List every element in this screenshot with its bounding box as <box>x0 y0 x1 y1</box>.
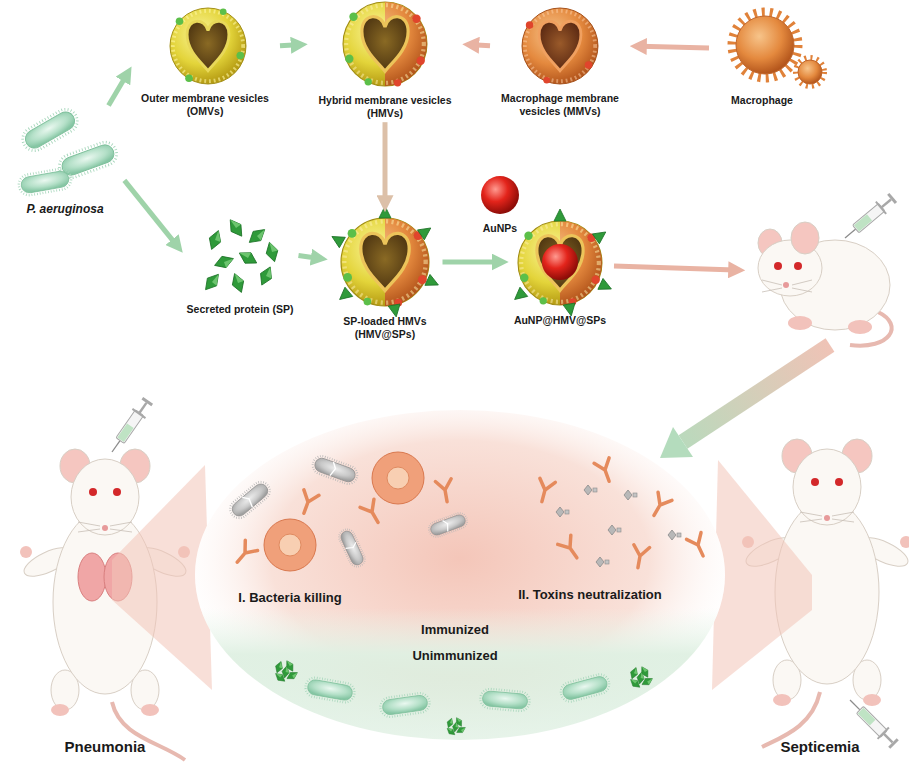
illustration-area <box>311 0 460 88</box>
disease-model-node: Septicemia <box>740 430 900 756</box>
illustration-area <box>493 6 627 86</box>
illustration-area <box>478 174 522 216</box>
protein-node: Secreted protein (SP) <box>185 215 296 316</box>
injection-arrow <box>614 266 735 270</box>
flow-arrow <box>443 260 499 265</box>
illustration-area <box>331 215 440 309</box>
illustration-area <box>512 218 609 308</box>
vesicle-node: AuNP@HMV@SPs <box>512 218 609 327</box>
mechanism-panel: I. Bacteria killing II. Toxins neutraliza… <box>195 410 725 740</box>
flow-arrow <box>124 180 176 245</box>
toxin-neutralization-art <box>534 458 710 569</box>
bacteria-killing-art <box>226 452 469 571</box>
flow-arrow <box>280 45 298 46</box>
vesicle-hmv <box>343 2 427 87</box>
panel-label: I. Bacteria killing <box>238 590 341 606</box>
panel-label: Immunized <box>421 622 489 638</box>
bacteria-node: P. aeruginosa <box>8 108 123 216</box>
cell-node: Macrophage <box>712 8 812 107</box>
vesicle-mmv <box>522 8 598 84</box>
node-label: Pneumonia <box>65 738 146 756</box>
vesicle-node: Outer membrane vesicles (OMVs) <box>133 6 277 117</box>
vesicle-node: Macrophage membrane vesicles (MMVs) <box>493 6 627 117</box>
vesicle-node: Hybrid membrane vesicles (HMVs) <box>311 0 460 119</box>
node-label: Secreted protein (SP) <box>187 303 294 316</box>
node-label: Hybrid membrane vesicles (HMVs) <box>313 94 458 119</box>
macrophage-cell <box>732 12 824 86</box>
secreted-protein <box>201 216 280 294</box>
unimmunized-art <box>273 659 654 737</box>
flow-arrow <box>109 75 127 105</box>
vesicle-hmv-sp <box>329 206 441 318</box>
node-label: AuNPs <box>483 222 517 235</box>
vesicle-node: SP-loaded HMVs (HMV@SPs) <box>331 215 440 340</box>
mechanism-ellipse <box>195 410 725 740</box>
node-label: Macrophage membrane vesicles (MMVs) <box>495 92 625 117</box>
flow-arrow <box>298 255 317 258</box>
flow-arrow <box>640 46 709 48</box>
illustration-area <box>740 430 900 732</box>
nanoparticle-node: AuNPs <box>478 174 522 235</box>
node-label: Outer membrane vesicles (OMVs) <box>135 92 275 117</box>
illustration-area <box>8 108 123 196</box>
node-label: SP-loaded HMVs (HMV@SPs) <box>333 315 438 340</box>
vesicle-omv <box>170 8 246 84</box>
node-label: P. aeruginosa <box>26 202 103 216</box>
flow-arrow <box>472 45 490 46</box>
node-label: Septicemia <box>780 738 859 756</box>
illustration-area <box>712 8 812 88</box>
gold-nanoparticle <box>481 176 519 214</box>
illustration-area <box>133 6 277 86</box>
flow-arrow <box>383 122 388 202</box>
vesicle-aunp-hmv-sp <box>511 209 614 317</box>
panel-label: Unimmunized <box>412 648 497 664</box>
mouse-immunized <box>758 191 898 345</box>
disease-model-node: Pneumonia <box>20 440 190 756</box>
node-label: Macrophage <box>731 94 793 107</box>
node-label: AuNP@HMV@SPs <box>514 314 606 327</box>
illustration-area <box>20 440 190 732</box>
panel-label: II. Toxins neutralization <box>518 587 662 603</box>
illustration-area <box>185 215 296 297</box>
pseudomonas-bacteria <box>17 105 120 197</box>
